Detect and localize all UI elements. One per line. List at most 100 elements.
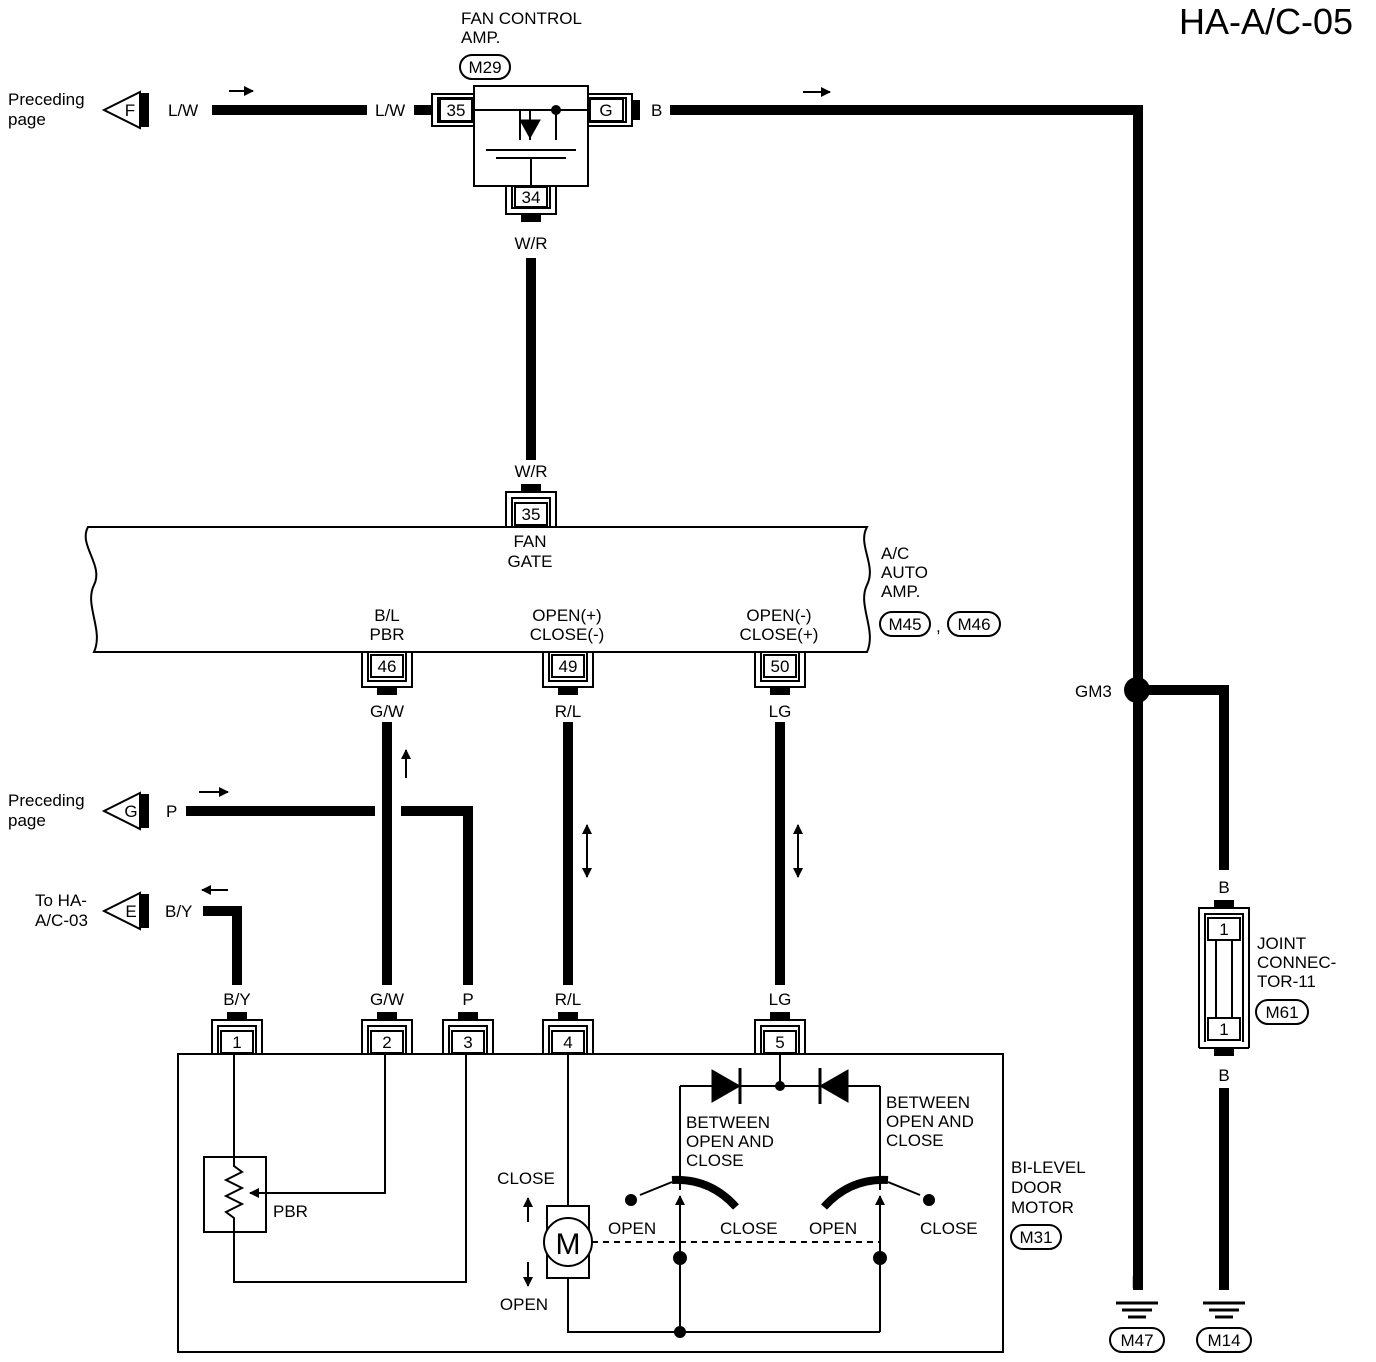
jc-connector: M61 [1265,1003,1298,1022]
auto-amp-fan-gate2: GATE [507,552,552,571]
offpage-g-wire: P [166,802,177,821]
sw-left-close: CLOSE [720,1219,778,1238]
ac-auto-amp: W/R 35 FAN GATE B/L PBR OPEN(+) CLOSE(-)… [84,462,1001,721]
jc-connector-badge [1255,999,1309,1025]
diagram-title: HA-A/C-05 [1179,1,1353,42]
offpage-f-text1: Preceding [8,90,85,109]
offpage-e-arrow [101,891,141,931]
offpage-e-wire: B/Y [165,902,192,921]
fan-amp-wire-out: B [651,101,662,120]
motor-symbol: M [556,1228,581,1261]
motor-open-label: OPEN [500,1295,548,1314]
wires [186,105,1229,1290]
jc-pin-bottom: 1 [1219,1020,1228,1039]
door-motor-actuator: M CLOSE OPEN [497,1054,880,1333]
ground-left: B M47 [1109,1273,1165,1353]
fan-amp-pin34: 34 [522,188,541,207]
jc-name1: JOINT [1257,934,1306,953]
motor-connector: M31 [1019,1228,1052,1247]
ground-right-wire: B [1218,1273,1229,1292]
sw-right-open: OPEN [809,1219,857,1238]
pbr-label: PBR [273,1202,308,1221]
motor-wire-4: R/L [555,990,581,1009]
motor-wire-1: B/Y [223,990,250,1009]
offpage-f-text2: page [8,110,46,129]
offpage-f: F Preceding page L/W [8,90,198,130]
auto-amp-pin46-box [370,654,404,678]
auto-amp-pin50-wire: LG [769,702,792,721]
motor-wire-5: LG [769,990,792,1009]
between-right-3: CLOSE [886,1131,944,1150]
wire-b-main [670,105,1143,1290]
motor-pin-1: 1 [232,1033,241,1052]
pbr-potentiometer: PBR [203,1054,467,1283]
offpage-f-stub [141,93,149,127]
diode-network: BETWEEN OPEN AND CLOSE BETWEEN OPEN AND … [679,1054,974,1190]
offpage-f-wire: L/W [168,101,198,120]
offpage-e-text2: A/C-03 [35,911,88,930]
motor-name3: MOTOR [1011,1198,1074,1217]
motor-pin-3: 3 [463,1033,472,1052]
fan-amp-name2: AMP. [461,28,500,47]
motor-wire-2: G/W [370,990,404,1009]
offpage-e-stub [141,894,149,928]
bi-level-door-motor: B/Y G/W P R/L LG 1 2 3 4 5 [177,990,1086,1353]
auto-amp-fan-gate1: FAN [513,532,546,551]
auto-amp-pin46-label2: PBR [370,625,405,644]
motor-name1: BI-LEVEL [1011,1158,1086,1177]
jc-top-stub [1214,900,1234,908]
fan-amp-g-box [589,98,624,122]
transistor-symbol [474,105,588,186]
motor-pin-5: 5 [775,1033,784,1052]
auto-amp-pin49: 49 [559,657,578,676]
auto-amp-connector-b-badge [947,611,1001,637]
between-left-2: OPEN AND [686,1132,774,1151]
auto-amp-connector-a-badge [879,611,931,637]
auto-amp-name3: AMP. [881,582,920,601]
jc-pin-bottom-box [1207,1017,1241,1041]
fan-amp-connector-badge [459,54,511,80]
jc-pin-top-box [1207,917,1241,941]
ground-left-connector: M47 [1120,1331,1153,1350]
wire-b-branch [1138,685,1229,870]
auto-amp-name1: A/C [881,544,909,563]
jc-bottom-stub [1214,1048,1234,1056]
jc-name3: TOR-11 [1257,972,1316,991]
wire-wr-bottom-label: W/R [514,462,547,481]
fan-amp-pin35: 35 [447,101,466,120]
fan-amp-wire-in: L/W [375,101,405,120]
auto-amp-pin35-bracket [505,491,557,527]
ground-right-badge [1196,1327,1252,1353]
motor-close-label: CLOSE [497,1169,555,1188]
ground-right: B M14 [1196,1273,1252,1353]
fan-amp-g-stub [632,100,640,120]
auto-amp-pin50-stub [770,687,790,695]
auto-amp-connector-sep: , [936,617,941,636]
offpage-f-arrow [101,90,141,130]
motor-name2: DOOR [1011,1178,1062,1197]
auto-amp-pin49-wire: R/L [555,702,581,721]
ground-left-wire: B [1131,1273,1142,1292]
splice-gm3-label: GM3 [1075,682,1112,701]
auto-amp-name2: AUTO [881,563,928,582]
auto-amp-pin35-box [514,502,548,526]
offpage-g-text1: Preceding [8,791,85,810]
offpage-e: E To HA- A/C-03 B/Y [35,891,192,931]
fan-amp-name1: FAN CONTROL [461,9,582,28]
ground-right-connector: M14 [1207,1331,1240,1350]
offpage-g: G Preceding page P [8,791,177,831]
jc-wire-top: B [1218,878,1229,897]
sw-left-open: OPEN [608,1219,656,1238]
current-arrows [199,86,831,895]
ground-left-badge [1109,1327,1165,1353]
auto-amp-pin46-wire: G/W [370,702,404,721]
auto-amp-pin50-label2: CLOSE(+) [740,625,819,644]
jc-wire-bottom: B [1218,1066,1229,1085]
jc-name2: CONNEC- [1257,953,1336,972]
motor-pin-2: 2 [382,1033,391,1052]
offpage-e-text1: To HA- [35,891,87,910]
fan-amp-pin35-box [439,98,473,122]
auto-amp-pin49-stub [558,687,578,695]
offpage-g-letter: G [124,802,137,821]
